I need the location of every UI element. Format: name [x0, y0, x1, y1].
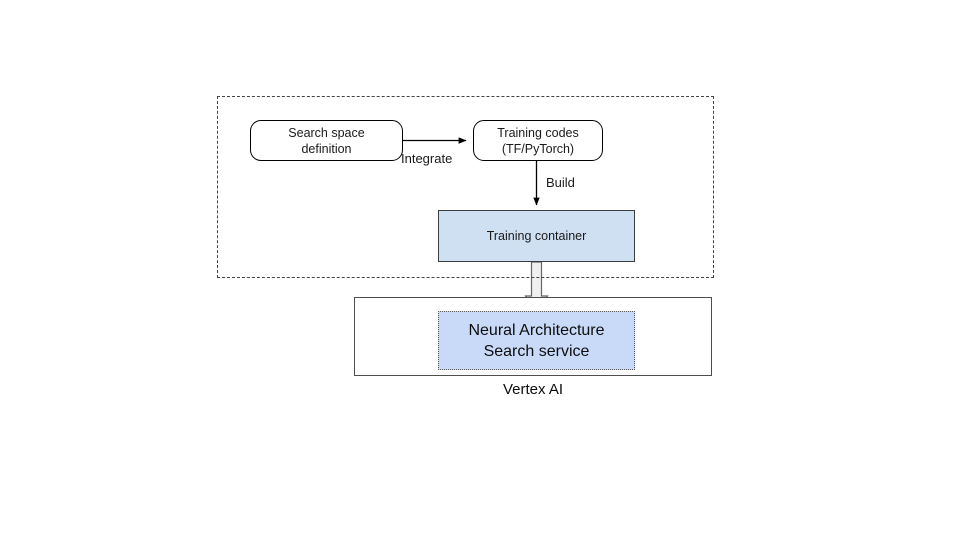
node-search-space-line2: definition [301, 141, 352, 156]
node-training-container-label: Training container [486, 229, 587, 243]
node-training-codes-line2: (TF/PyTorch) [501, 141, 575, 156]
node-search-space-line1: Search space [288, 125, 365, 140]
edge-label-build: Build [546, 175, 575, 190]
node-training-codes[interactable]: Training codes (TF/PyTorch) [473, 120, 603, 161]
node-nas-line2: Search service [483, 342, 590, 360]
node-training-container[interactable]: Training container [438, 210, 635, 262]
edge-label-integrate: Integrate [401, 151, 453, 166]
vertex-ai-group-label: Vertex AI [502, 381, 564, 398]
node-training-codes-line1: Training codes [497, 125, 579, 140]
node-nas-line1: Neural Architecture [468, 321, 605, 339]
user-environment-group [217, 96, 714, 278]
node-neural-architecture-search-service[interactable]: Neural Architecture Search service [438, 311, 635, 370]
node-search-space-definition[interactable]: Search space definition [250, 120, 403, 161]
